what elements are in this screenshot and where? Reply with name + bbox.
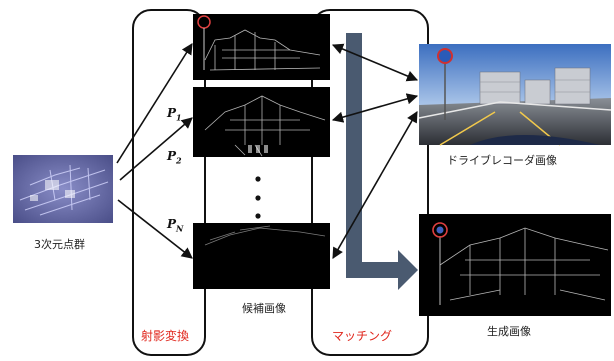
candidate-image-1 [193, 14, 330, 80]
candidates-label: 候補画像 [242, 302, 286, 315]
projection-arrows [116, 43, 193, 259]
candidate-image-2 [193, 87, 330, 157]
projection-p1-label: P1 [167, 106, 182, 123]
projection-p2-label: P2 [167, 149, 182, 166]
matching-stage-label: マッチング [330, 327, 395, 344]
point-cloud-image [13, 155, 113, 223]
ellipsis-dots [255, 176, 261, 219]
projection-stage-label: 射影変換 [139, 327, 192, 344]
dashcam-image [418, 44, 612, 146]
projection-pn-label: PN [167, 217, 184, 234]
projection-stage-frame [132, 9, 206, 356]
candidate-image-n [193, 223, 330, 289]
matching-arrows [331, 43, 419, 259]
dashcam-image-label: ドライブレコーダ画像 [447, 154, 557, 167]
matching-flow-arrow [346, 33, 418, 290]
generated-image-label: 生成画像 [487, 325, 531, 338]
point-cloud-label: 3次元点群 [34, 238, 85, 251]
matching-stage-frame [311, 9, 429, 356]
generated-image [419, 214, 611, 316]
